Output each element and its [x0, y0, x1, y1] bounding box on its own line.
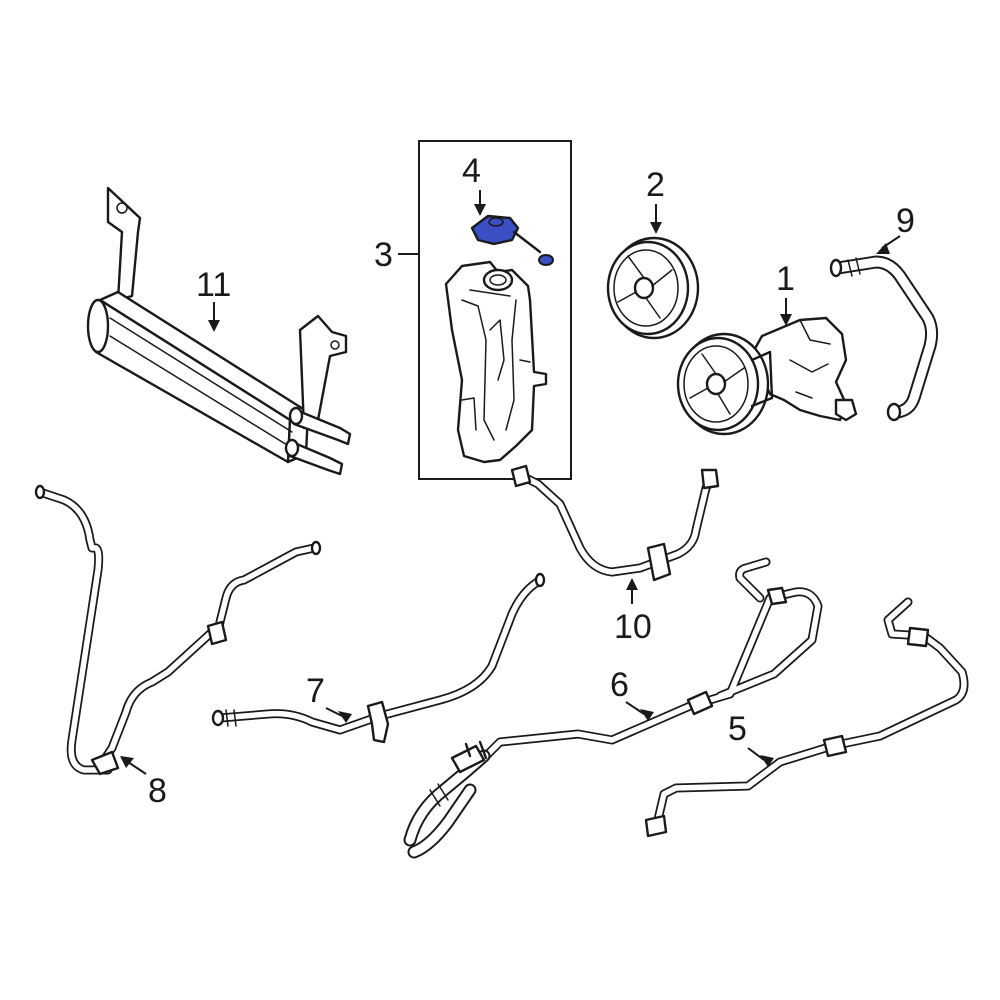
part-1-pump[interactable] [676, 316, 858, 436]
part-6-hose[interactable] [403, 557, 823, 859]
part-10-tube[interactable] [510, 464, 720, 582]
callout-2: 2 [646, 166, 665, 234]
callout-6: 6 [610, 666, 654, 721]
part-7-tube[interactable] [211, 572, 546, 744]
callout-1: 1 [776, 260, 795, 326]
part-9-hose[interactable] [829, 255, 939, 422]
callout-9: 9 [876, 202, 915, 254]
part-11-cooler[interactable] [86, 186, 352, 476]
cap-body [470, 214, 520, 246]
callout-4: 4 [462, 152, 486, 216]
callout-5: 5 [728, 710, 774, 767]
callout-7-label: 7 [306, 672, 325, 710]
callout-7: 7 [306, 672, 352, 723]
callout-3-label: 3 [374, 236, 393, 274]
callout-4-label: 4 [462, 152, 481, 190]
callout-8: 8 [120, 756, 167, 810]
callout-6-label: 6 [610, 666, 629, 704]
callout-10-label: 10 [614, 608, 652, 646]
part-5-hose[interactable] [644, 597, 969, 838]
callout-11: 11 [196, 266, 231, 332]
part-8-tube[interactable] [34, 484, 322, 776]
callout-1-label: 1 [776, 260, 795, 298]
reservoir-group-box [418, 140, 572, 480]
callout-11-label: 11 [196, 266, 231, 304]
part-2-pulley[interactable] [606, 236, 700, 340]
part-3-reservoir[interactable] [444, 260, 548, 464]
callout-2-label: 2 [646, 166, 665, 204]
cap-o-ring [538, 254, 554, 266]
callout-5-label: 5 [728, 710, 747, 748]
callout-10: 10 [614, 578, 652, 646]
callout-9-label: 9 [896, 202, 915, 240]
callout-3: 3 [374, 236, 419, 274]
part-4-cap[interactable] [470, 214, 554, 266]
callout-8-label: 8 [148, 772, 167, 810]
